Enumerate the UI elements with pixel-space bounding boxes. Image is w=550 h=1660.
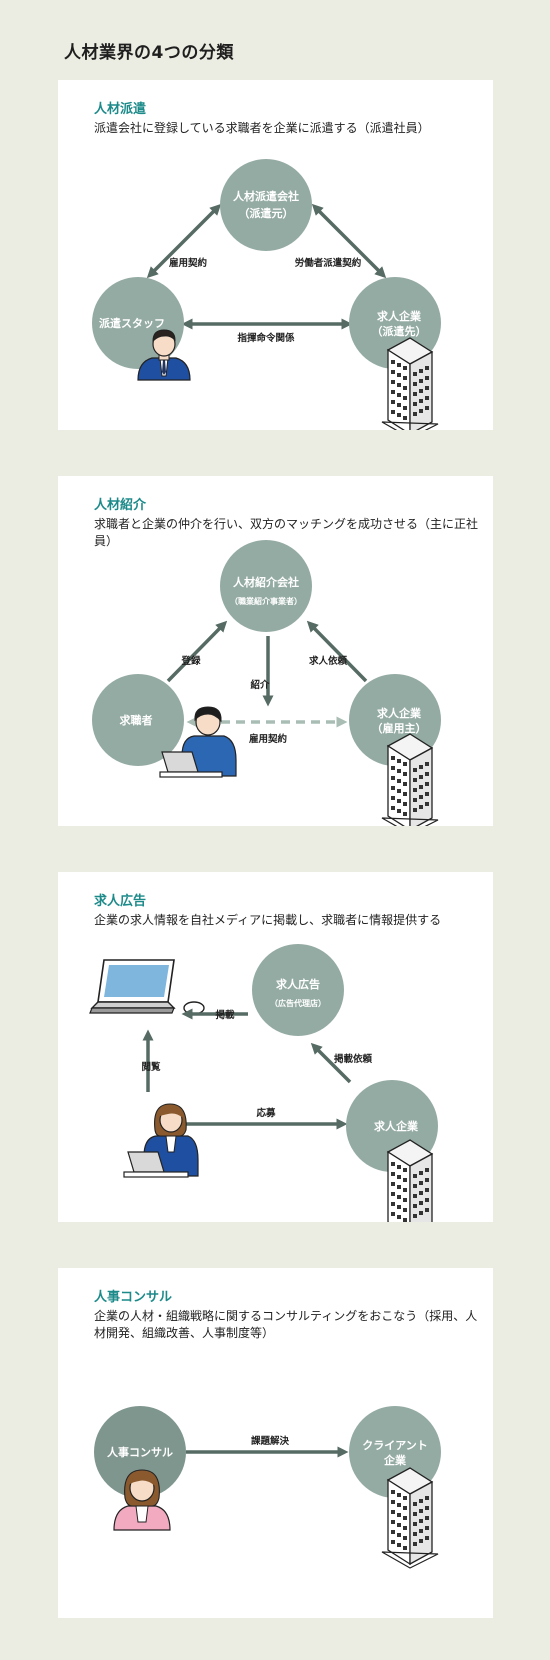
edge-label: 求人依頼	[309, 655, 348, 667]
node-label: 求職者	[120, 713, 153, 727]
edge-label: 掲載	[215, 1009, 235, 1021]
section-title: 人材紹介	[94, 498, 147, 513]
node-label: 求人企業	[377, 706, 422, 720]
edge-label: 雇用契約	[169, 257, 208, 269]
arrow-touroku	[166, 620, 228, 683]
node-label: （派遣先）	[372, 324, 427, 338]
node-label: 人事コンサル	[107, 1445, 173, 1459]
building-icon	[381, 1139, 439, 1222]
edge-label: 応募	[255, 1107, 276, 1119]
node-label: （雇用主）	[372, 721, 427, 735]
edge-label: 労働者派遣契約	[295, 257, 362, 269]
consul-diagram: 人事コンサル クライアント 企業 課題解決	[94, 1406, 441, 1569]
node-label: 企業	[383, 1453, 407, 1467]
section-description: 企業の人材・組織戦略に関するコンサルティングをおこなう（採用、人材開発、組織改善…	[94, 1309, 478, 1340]
node-label: （派遣元）	[239, 206, 294, 220]
laptop-icon	[89, 959, 205, 1015]
node-label: 求人広告	[276, 977, 320, 991]
edge-label: 閲覧	[141, 1061, 161, 1073]
section-title: 求人広告	[94, 894, 147, 909]
node-label: クライアント	[362, 1439, 428, 1452]
node-label: 人材派遣会社	[233, 189, 299, 203]
section-kokoku: 求人広告 企業の求人情報を自社メディアに掲載し、求職者に情報提供する 求人広告 …	[58, 872, 493, 1222]
section-haken: 人材派遣 派遣会社に登録している求職者を企業に派遣する（派遣社員） 人材派遣会社…	[58, 80, 493, 430]
edge-label: 登録	[180, 655, 201, 667]
edge-label: 紹介	[250, 679, 270, 691]
building-icon	[381, 337, 439, 430]
arrow-keisai-irai	[310, 1042, 352, 1084]
node-label: （広告代理店）	[270, 998, 326, 1008]
node-label: （職業紹介事業者）	[230, 596, 302, 606]
haken-diagram: 人材派遣会社 （派遣元） 派遣スタッフ 求人企業 （派遣先） 雇用契約 労働者派…	[92, 159, 441, 430]
node-shoukai-company	[220, 540, 312, 632]
section-title: 人材派遣	[94, 102, 147, 117]
building-icon	[381, 733, 439, 826]
node-label: 派遣スタッフ	[99, 316, 165, 330]
arrow-koyou	[146, 203, 222, 279]
businessman-illustration	[137, 329, 191, 381]
section-description: 求職者と企業の仲介を行い、双方のマッチングを成功させる（主に正社員）	[94, 517, 479, 548]
edge-label: 課題解決	[251, 1435, 290, 1447]
page-title: 人材業界の4つの分類	[64, 43, 234, 63]
node-haken-company	[220, 159, 312, 251]
node-consultant	[94, 1406, 186, 1498]
section-title: 人事コンサル	[94, 1290, 173, 1305]
node-label: 人材紹介会社	[233, 575, 299, 589]
building-icon	[381, 1467, 439, 1569]
arrow-kyujin-irai	[306, 620, 368, 683]
node-label: 求人企業	[377, 309, 422, 323]
section-shoukai: 人材紹介 求職者と企業の仲介を行い、双方のマッチングを成功させる（主に正社員） …	[58, 476, 493, 826]
consultant-illustration	[113, 1469, 171, 1531]
node-ad-agency	[252, 944, 344, 1036]
edge-label: 雇用契約	[249, 733, 288, 745]
edge-label: 指揮命令関係	[237, 332, 295, 344]
section-description: 企業の求人情報を自社メディアに掲載し、求職者に情報提供する	[94, 913, 442, 927]
applicant-illustration	[123, 1103, 199, 1178]
section-description: 派遣会社に登録している求職者を企業に派遣する（派遣社員）	[94, 121, 430, 135]
node-label: 求人企業	[374, 1119, 419, 1133]
edge-label: 掲載依頼	[334, 1053, 373, 1065]
kokoku-diagram: 求人広告 （広告代理店） 求人企業 掲載 掲載依頼 閲覧 応募	[89, 944, 439, 1222]
node-seeker	[92, 674, 184, 766]
arrow-haken-keiyaku	[311, 203, 387, 279]
shoukai-diagram: 人材紹介会社 （職業紹介事業者） 求職者 求人企業 （雇用主） 登録 求人依頼 …	[92, 540, 441, 826]
job-seeker-illustration	[159, 706, 237, 778]
section-consul: 人事コンサル 企業の人材・組織戦略に関するコンサルティングをおこなう（採用、人材…	[58, 1268, 493, 1618]
